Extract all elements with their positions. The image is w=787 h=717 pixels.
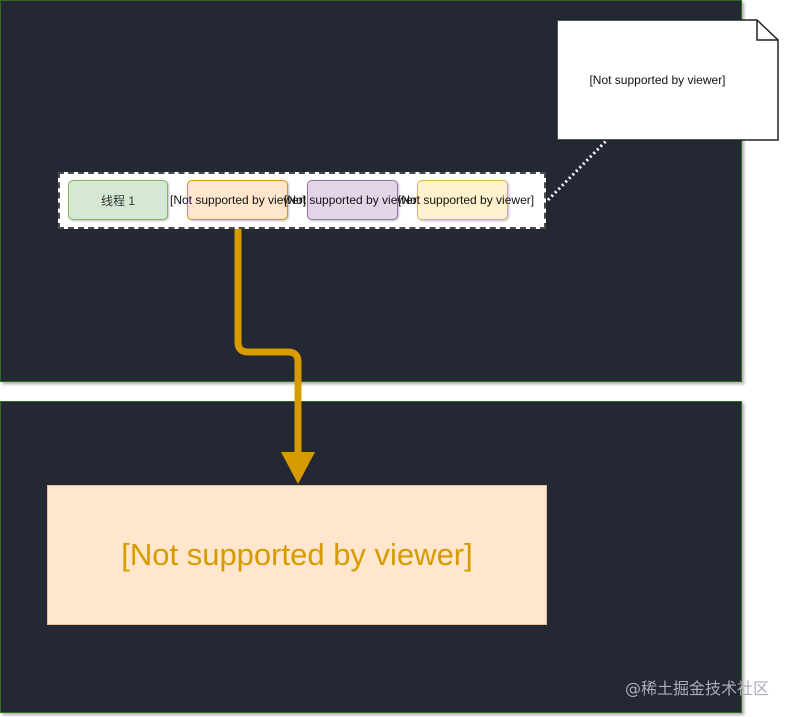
note-shape bbox=[556, 19, 779, 141]
target-box: [Not supported by viewer] bbox=[47, 485, 547, 625]
target-box-label: [Not supported by viewer] bbox=[121, 537, 473, 572]
flow-arrow-head bbox=[281, 452, 315, 484]
thread-chip-2: [Not supported by viewer] bbox=[170, 180, 306, 220]
thread-chip-label: 线程 1 bbox=[100, 193, 135, 208]
flow-arrow-shaft bbox=[234, 220, 302, 455]
thread-chip-3: [Not supported by viewer] bbox=[284, 180, 420, 220]
watermark: @稀土掘金技术社区 bbox=[624, 679, 769, 698]
thread-chip-label: [Not supported by viewer] bbox=[398, 193, 535, 207]
thread-chip-1: 线程 1 bbox=[68, 180, 168, 220]
note-label: [Not supported by viewer] bbox=[589, 73, 726, 87]
thread-chip-label: [Not supported by viewer] bbox=[284, 193, 421, 207]
thread-chip-4: [Not supported by viewer] bbox=[398, 180, 534, 220]
thread-chip-label: [Not supported by viewer] bbox=[170, 193, 307, 207]
note-connector-dotted bbox=[546, 139, 608, 202]
